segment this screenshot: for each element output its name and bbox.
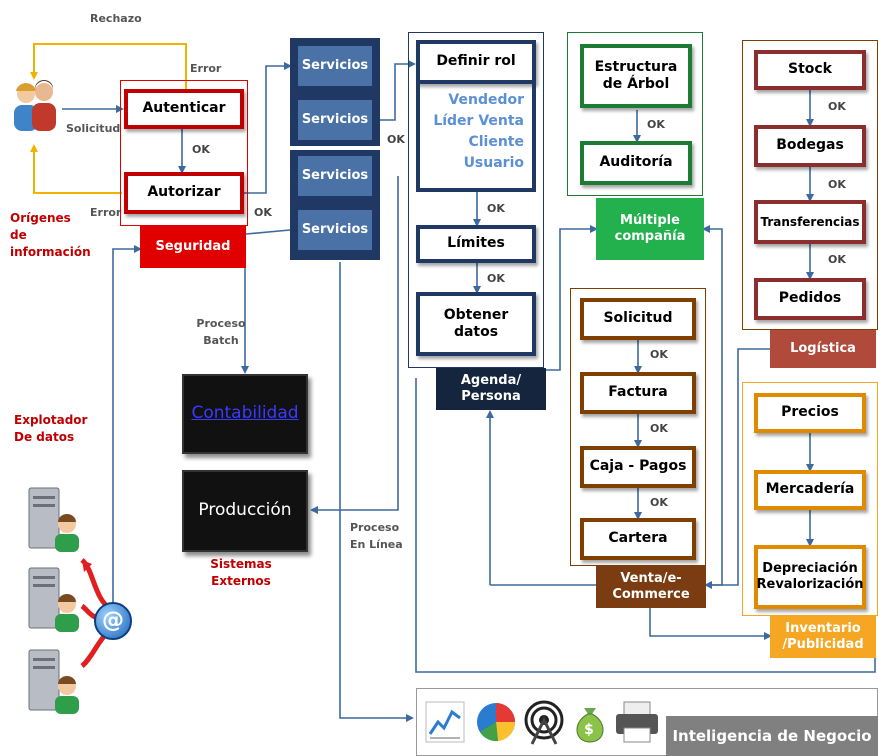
- stock-box[interactable]: Stock: [754, 50, 866, 90]
- logistics-ok-3: OK: [828, 253, 846, 266]
- proceso-batch-label: Proceso Batch: [196, 317, 246, 347]
- rechazo-line: [30, 43, 187, 94]
- estructura-arbol-box[interactable]: Estructura de Árbol: [580, 44, 692, 108]
- sistemas-externos-label: Sistemas Externos: [210, 557, 272, 588]
- definir-rol-box[interactable]: Definir rol: [416, 40, 536, 84]
- line-chart-icon: [425, 701, 465, 743]
- money-bag-icon: $: [576, 708, 604, 743]
- rechazo-label: Rechazo: [90, 12, 142, 25]
- cartera-box[interactable]: Cartera: [580, 518, 696, 560]
- bi-label: Inteligencia de Negocio: [666, 716, 878, 756]
- services-ok-label: OK: [387, 133, 405, 146]
- multiple-compania-header: Múltiple compañía: [596, 198, 704, 260]
- depreciacion-box[interactable]: Depreciación Revalorización: [754, 545, 866, 609]
- contabilidad-box[interactable]: Contabilidad: [182, 374, 308, 454]
- server-user-icon: [28, 567, 79, 632]
- to-services-arrow: [244, 62, 292, 194]
- to-roles-arrow: [378, 60, 416, 121]
- servicios-box-3[interactable]: Servicios: [296, 154, 374, 198]
- sales-frame: [570, 288, 706, 566]
- agenda-persona-header: Agenda/ Persona: [436, 368, 546, 410]
- role-cliente: Cliente: [468, 134, 524, 150]
- mercaderia-box[interactable]: Mercadería: [754, 470, 866, 510]
- inventario-header: Inventario /Publicidad: [770, 616, 876, 658]
- company-ok-label: OK: [647, 118, 665, 131]
- seguridad-header: Seguridad: [140, 226, 246, 268]
- solicitud-box[interactable]: Solicitud: [580, 298, 696, 340]
- proceso-linea-label: Proceso En Línea: [350, 521, 403, 551]
- auth-ok-label: OK: [192, 143, 210, 156]
- roles-frame: [408, 32, 544, 368]
- venta-ecommerce-header: Venta/e-Commerce: [596, 566, 706, 608]
- users-icon: [14, 80, 56, 131]
- caja-pagos-box[interactable]: Caja - Pagos: [580, 446, 696, 488]
- server-user-icon: [28, 649, 79, 714]
- role-lider-venta: Líder Venta: [433, 113, 524, 129]
- logistica-header: Logística: [770, 330, 876, 368]
- svg-text:$: $: [584, 722, 594, 738]
- security-ok-label: OK: [254, 206, 272, 219]
- roles-list-frame: [416, 84, 536, 192]
- pedidos-box[interactable]: Pedidos: [754, 278, 866, 320]
- security-frame: [120, 80, 248, 226]
- origenes-label: Orígenes de información: [10, 211, 91, 259]
- pie-chart-icon: [477, 703, 516, 742]
- company-frame: [567, 32, 703, 196]
- roles-list: Vendedor Líder Venta Cliente Usuario: [420, 90, 524, 174]
- obtener-datos-box[interactable]: Obtener datos: [416, 292, 536, 356]
- printer-icon: [616, 701, 658, 743]
- servicios-box-1[interactable]: Servicios: [296, 44, 374, 88]
- auditoria-box[interactable]: Auditoría: [580, 141, 692, 185]
- error-line: [30, 144, 122, 194]
- servicios-box-4[interactable]: Servicios: [296, 208, 374, 252]
- email-icon: @: [94, 602, 132, 640]
- bodegas-box[interactable]: Bodegas: [754, 125, 866, 167]
- precios-box[interactable]: Precios: [754, 393, 866, 433]
- error-label-top: Error: [190, 62, 222, 75]
- servicios-box-2[interactable]: Servicios: [296, 98, 374, 142]
- autorizar-box[interactable]: Autorizar: [124, 172, 244, 214]
- autenticar-box[interactable]: Autenticar: [124, 89, 244, 129]
- sales-ok-2: OK: [650, 422, 668, 435]
- roles-ok-1: OK: [487, 202, 505, 215]
- sales-ok-1: OK: [650, 348, 668, 361]
- target-icon: [524, 700, 564, 745]
- role-usuario: Usuario: [463, 155, 524, 171]
- logistics-ok-1: OK: [828, 100, 846, 113]
- logistics-ok-2: OK: [828, 178, 846, 191]
- at-symbol: @: [102, 608, 124, 634]
- produccion-box[interactable]: Producción: [182, 470, 308, 552]
- transferencias-box[interactable]: Transferencias: [754, 200, 866, 244]
- contabilidad-link[interactable]: Contabilidad: [191, 403, 299, 424]
- roles-ok-2: OK: [487, 272, 505, 285]
- sales-ok-3: OK: [650, 496, 668, 509]
- server-user-icon: [28, 487, 79, 552]
- role-vendedor: Vendedor: [448, 92, 524, 108]
- solicitud-label: Solicitud: [66, 122, 121, 135]
- error-label-bottom: Error: [90, 206, 122, 219]
- explotador-label: Explotador De datos: [14, 413, 88, 444]
- factura-box[interactable]: Factura: [580, 372, 696, 414]
- limites-box[interactable]: Límites: [416, 225, 536, 263]
